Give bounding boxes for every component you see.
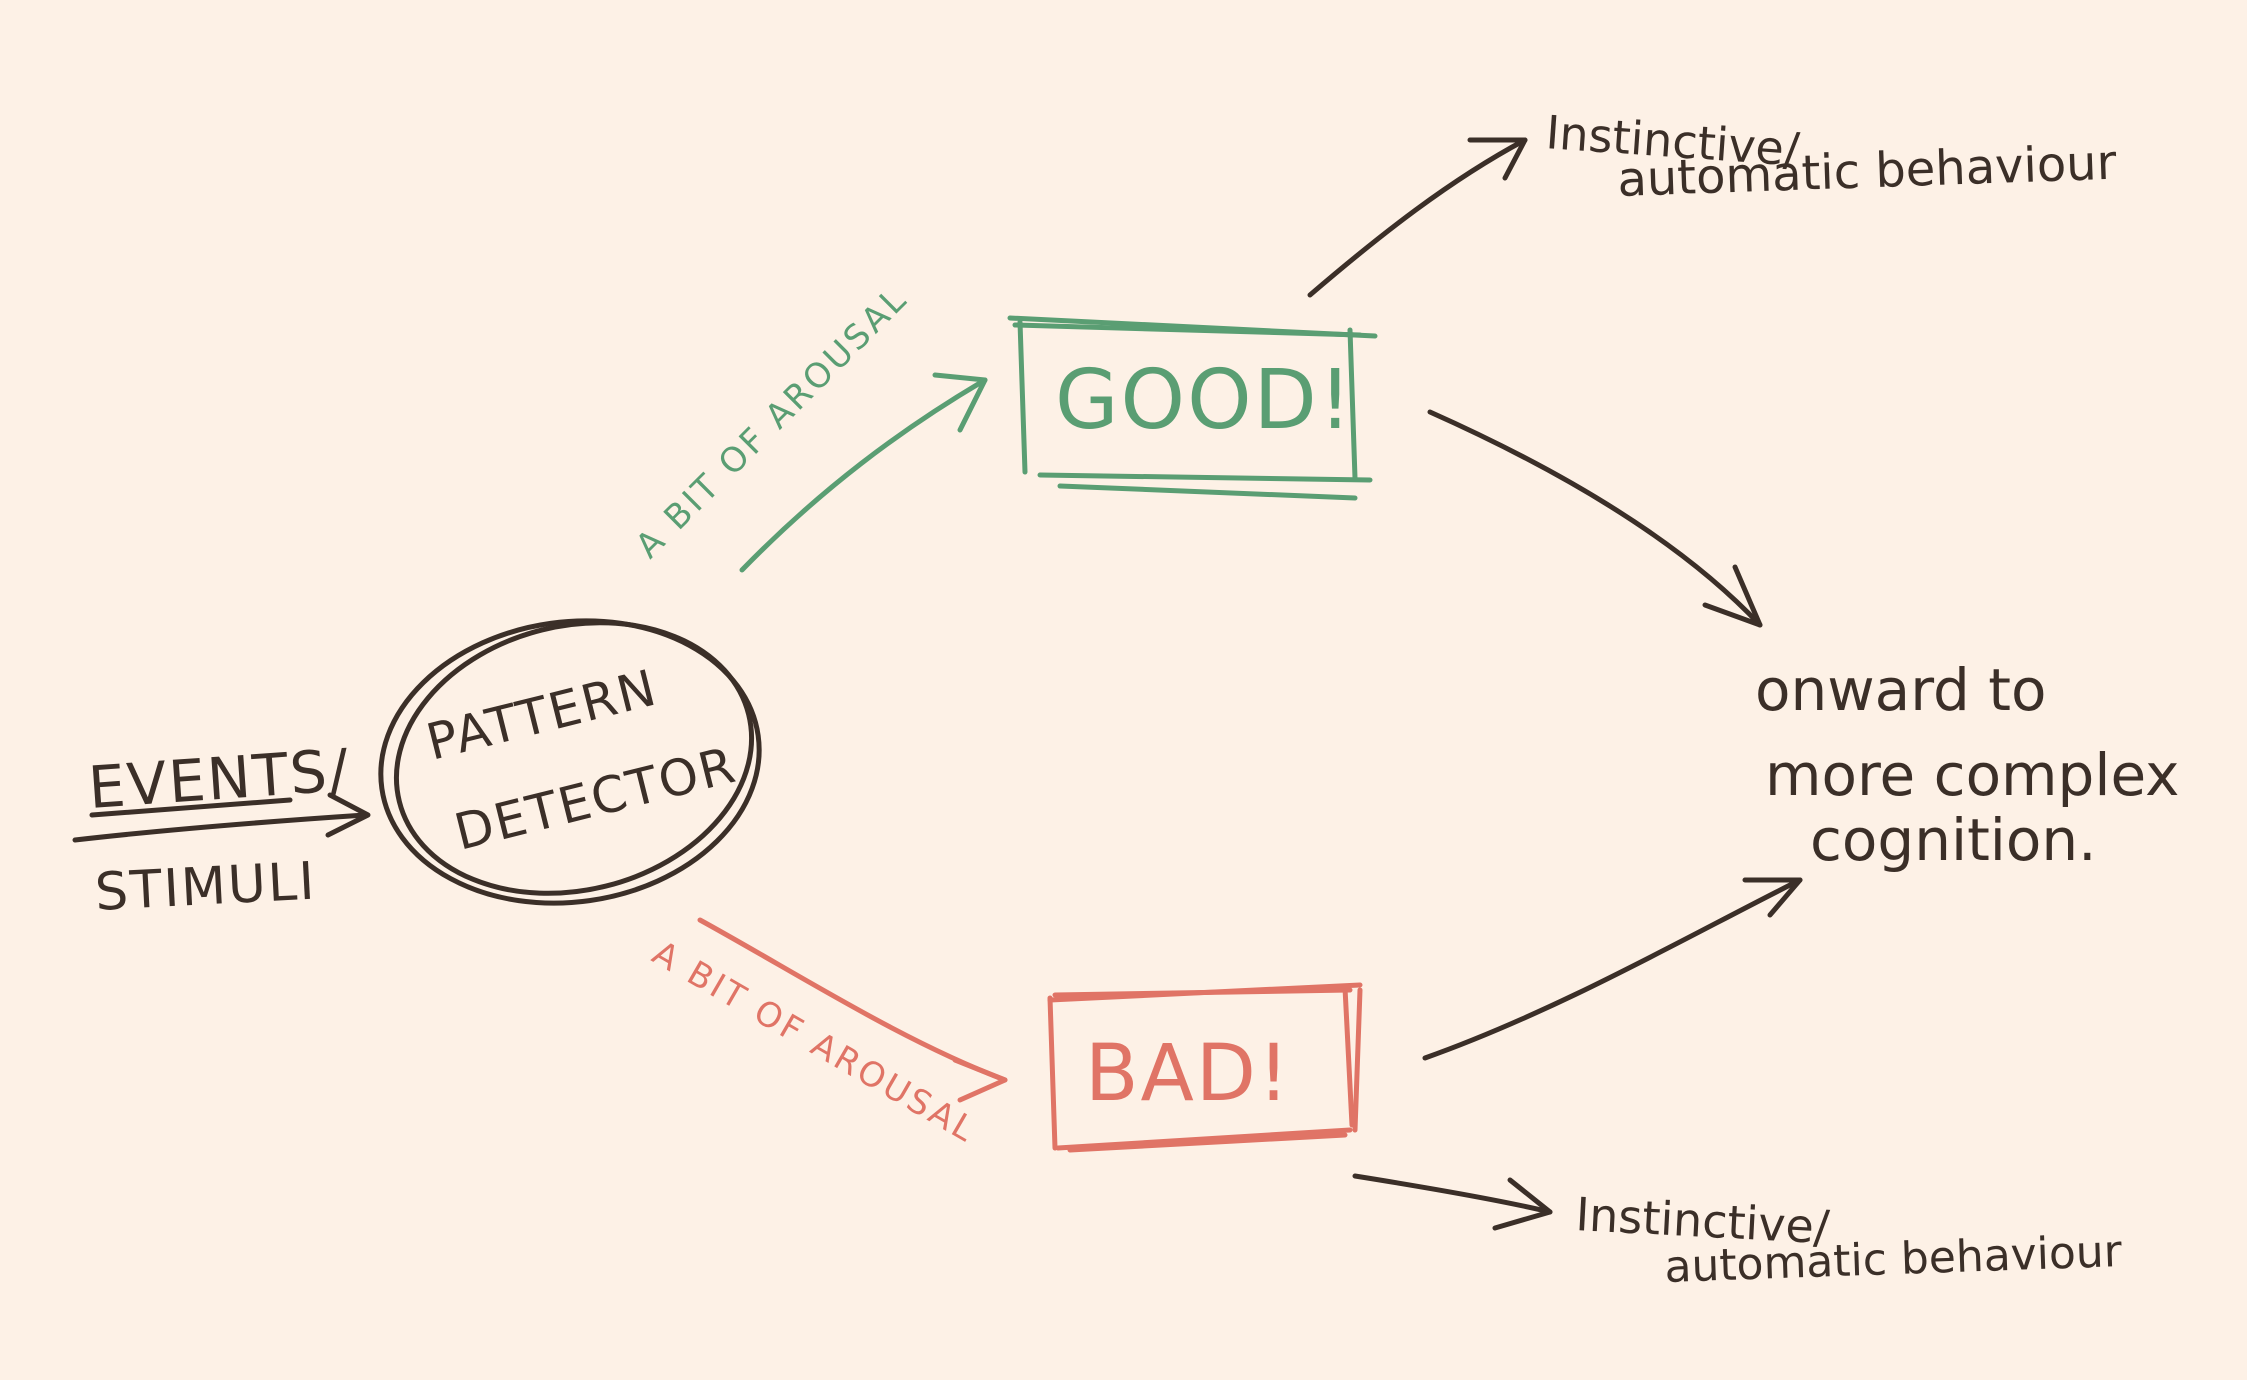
arousal-bad-label: A BIT OF AROUSAL: [646, 933, 984, 1151]
detector-ellipse-inner: [393, 620, 755, 896]
events-label: EVENTS/: [86, 736, 352, 822]
good-to-instinct-arrow: [1307, 137, 1528, 298]
bottom-instinct-line1: Instinctive/: [1574, 1187, 1831, 1254]
bad-label: BAD!: [1085, 1029, 1291, 1119]
onward-line1: onward to: [1755, 656, 2047, 724]
good-label: GOOD!: [1055, 353, 1354, 448]
detector-line1: PATTERN: [421, 658, 663, 771]
good-box: GOOD!: [1007, 315, 1378, 501]
good-to-onward-arrowhead: [1702, 564, 1763, 628]
input-arrowhead: [325, 792, 371, 838]
bad-arrowhead: [952, 1057, 1008, 1103]
onward-line2: more complex: [1765, 741, 2179, 809]
good-arrow: [739, 377, 988, 573]
good-to-onward-arrow: [1427, 409, 1763, 628]
bad-to-onward-arrowhead: [1742, 877, 1803, 918]
detector-ellipse-outer: [378, 618, 762, 906]
bottom-outcome: Instinctive/ automatic behaviour: [1352, 1173, 2124, 1293]
pattern-detector: PATTERN DETECTOR: [378, 618, 762, 906]
stimuli-label: STIMULI: [94, 851, 318, 923]
good-arrowhead: [932, 372, 988, 433]
onward-outcome: onward to more complex cognition.: [1422, 409, 2179, 1061]
bad-branch: A BIT OF AROUSAL BAD!: [646, 917, 1363, 1153]
good-branch: A BIT OF AROUSAL GOOD!: [628, 279, 1378, 573]
bad-to-instinct-arrowhead: [1492, 1177, 1553, 1231]
onward-line3: cognition.: [1810, 806, 2097, 874]
bad-to-instinct-arrow: [1352, 1173, 1553, 1215]
good-to-instinct-arrowhead: [1467, 137, 1528, 181]
events-underline: [89, 797, 293, 818]
bad-to-onward-arrow: [1422, 877, 1803, 1061]
input-group: EVENTS/ STIMULI: [72, 736, 371, 923]
arousal-good-label: A BIT OF AROUSAL: [628, 279, 916, 567]
top-outcome: Instinctive/ automatic behaviour: [1307, 105, 2117, 298]
input-arrow: [72, 812, 368, 843]
bad-box: BAD!: [1047, 982, 1363, 1153]
